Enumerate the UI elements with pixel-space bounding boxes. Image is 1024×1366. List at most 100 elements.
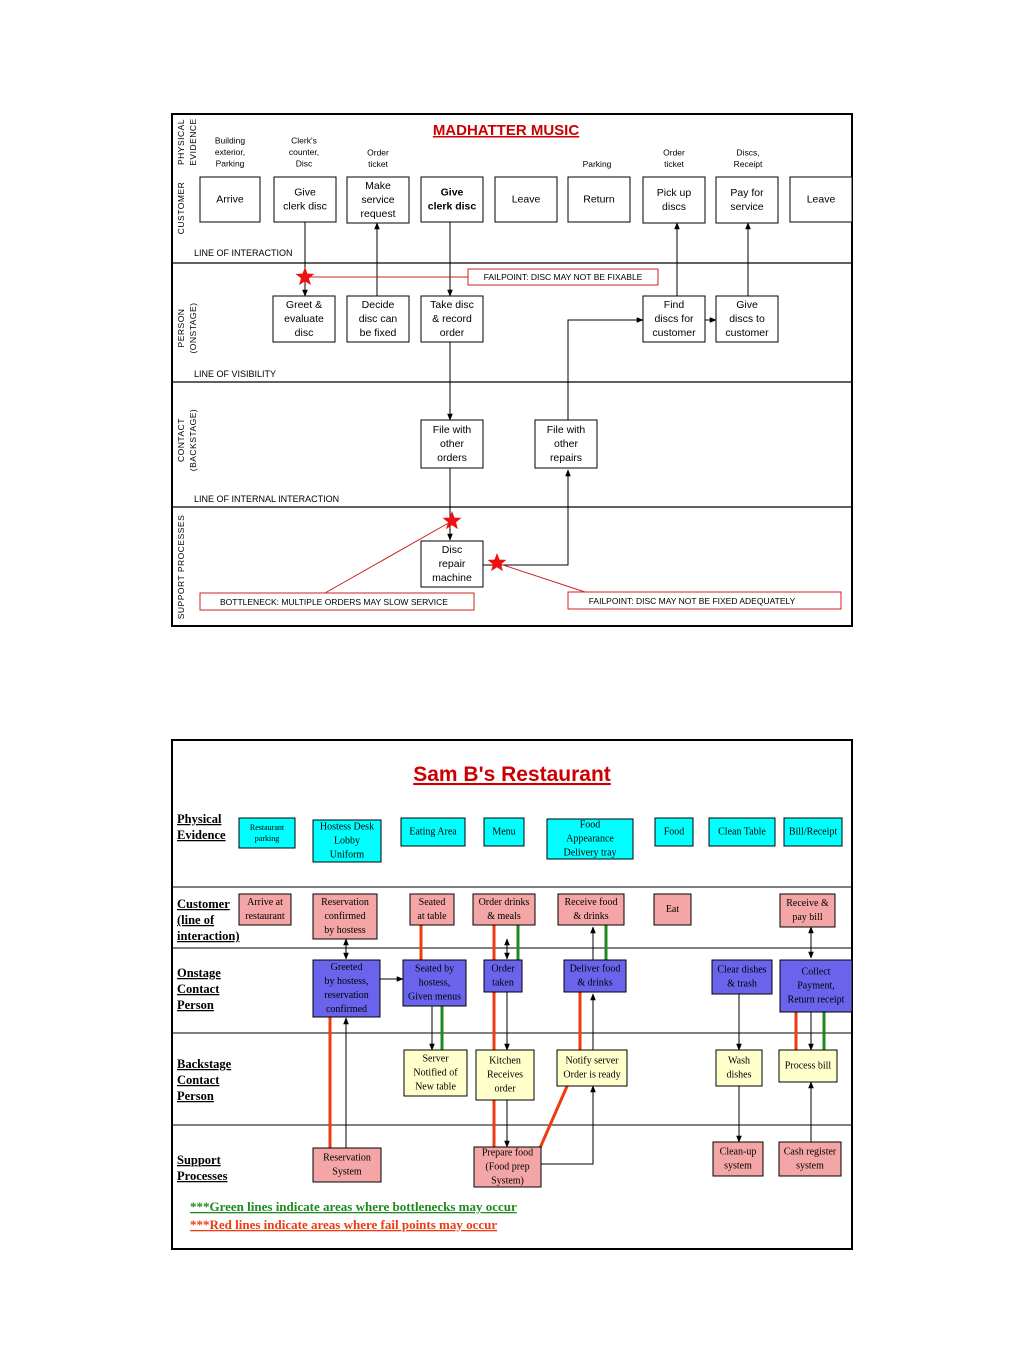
- failpoint-2-label: FAILPOINT: DISC MAY NOT BE FIXED ADEQUAT…: [589, 596, 796, 606]
- evidence-food-appearance-box: [546, 818, 634, 860]
- box-make-service-request-box: [346, 176, 410, 224]
- row-support-processes: Support: [177, 1153, 222, 1167]
- customer-order-drinks-box: [472, 893, 536, 926]
- failpoint-1-star: [295, 267, 315, 286]
- backstage-process-bill-box: [778, 1049, 838, 1083]
- customer-receive-food-box: [557, 893, 625, 926]
- backstage-server-notified-box: [403, 1049, 468, 1097]
- evidence-discs-receipt: Discs,: [736, 147, 759, 157]
- row-customer: interaction): [177, 929, 239, 943]
- box-file-repairs-label: other: [554, 438, 578, 450]
- customer-reservation-confirmed-label: by hostess: [324, 925, 366, 936]
- row-support-processes: Processes: [177, 1169, 228, 1183]
- box-give-discs-label: customer: [725, 327, 769, 339]
- box-leave-2-box: [789, 176, 853, 223]
- row-backstage-contact: Person: [177, 1089, 214, 1103]
- row-backstage-contact: Contact: [177, 1073, 220, 1087]
- evidence-menu-box: [483, 817, 525, 847]
- customer-seated-label: Seated: [419, 897, 446, 908]
- box-give-clerk-disc-label: Give: [294, 187, 316, 199]
- box-file-repairs-box: [534, 419, 598, 469]
- box-make-service-request-label: request: [360, 208, 395, 220]
- box-arrive-label: Arrive: [216, 194, 244, 206]
- box-leave-box: [494, 176, 558, 223]
- backstage-notify-server-label: Notify server: [565, 1056, 619, 1067]
- box-give-clerk-disc-2-label: clerk disc: [428, 201, 477, 213]
- support-reservation-system-label: Reservation: [323, 1153, 371, 1164]
- lane-person-onstage-line: (ONSTAGE): [188, 302, 198, 353]
- evidence-bill-receipt-box: [783, 817, 843, 847]
- backstage-wash-dishes-label: Wash: [728, 1056, 750, 1067]
- box-pay-for-service-label: service: [730, 201, 763, 213]
- customer-seated-box: [409, 893, 455, 926]
- customer-receive-pay-bill-label: Receive &: [786, 898, 829, 909]
- backstage-server-notified-label: Server: [422, 1054, 449, 1065]
- box-give-clerk-disc-box: [273, 176, 337, 223]
- evidence-clerk-counter: Disc: [296, 159, 313, 169]
- lane-physical-evidence-line: EVIDENCE: [188, 118, 198, 165]
- bottleneck-label: BOTTLENECK: MULTIPLE ORDERS MAY SLOW SER…: [220, 597, 448, 607]
- box-give-discs-label: discs to: [729, 313, 765, 325]
- box-find-discs-label: discs for: [654, 313, 694, 325]
- box-file-orders-label: orders: [437, 452, 467, 464]
- evidence-order-ticket: Order: [367, 147, 389, 157]
- red-lines-note: ***Red lines indicate areas where fail p…: [190, 1217, 497, 1232]
- backstage-wash-dishes-label: dishes: [727, 1070, 752, 1081]
- box-find-discs-label: customer: [652, 327, 696, 339]
- box-disc-repair-machine-label: machine: [432, 572, 472, 584]
- green-lines-note: ***Green lines indicate areas where bott…: [190, 1199, 517, 1214]
- onstage-seated-by-hostess-label: hostess,: [419, 978, 450, 989]
- support-prepare-food-label: Prepare food: [482, 1148, 533, 1159]
- customer-receive-food: Receive food& drinks: [557, 893, 625, 926]
- customer-arrive-box: [238, 893, 292, 926]
- box-leave-2: Leave: [789, 176, 853, 223]
- box-arrive: Arrive: [199, 176, 261, 223]
- onstage-seated-by-hostess-box: [402, 959, 467, 1007]
- lane-contact-backstage-line: (BACKSTAGE): [188, 409, 198, 472]
- row-onstage-contact: Contact: [177, 982, 220, 996]
- lane-support-processes-line: SUPPORT PROCESSES: [176, 515, 186, 620]
- bottleneck-box: [199, 592, 475, 611]
- row-onstage-contact: Person: [177, 998, 214, 1012]
- madhatter-blueprint: MADHATTER MUSIC LINE OF INTERACTION LINE…: [171, 113, 853, 627]
- box-pick-up-discs-box: [642, 176, 706, 224]
- evidence-hostess-desk-label: Hostess Desk: [320, 822, 374, 833]
- onstage-clear-dishes-label: Clear dishes: [717, 965, 766, 976]
- box-pay-for-service-box: [715, 176, 779, 224]
- evidence-food-appearance-label: Appearance: [566, 834, 614, 845]
- box-take-disc-label: order: [440, 327, 465, 339]
- evidence-eating-area: Eating Area: [400, 817, 466, 847]
- onstage-deliver-food-label: Deliver food: [570, 964, 621, 975]
- backstage-kitchen-receives-label: Kitchen: [489, 1056, 521, 1067]
- evidence-clean-table-box: [708, 817, 776, 847]
- evidence-building: Building: [215, 136, 246, 146]
- evidence-parking: Parking: [583, 159, 612, 169]
- lane-physical-evidence-line: PHYSICAL: [176, 119, 186, 165]
- box-greet-evaluate-label: evaluate: [284, 313, 324, 325]
- customer-eat-box: [653, 893, 692, 926]
- customer-order-drinks-label: & meals: [487, 911, 521, 922]
- customer-eat: Eat: [653, 893, 692, 926]
- box-find-discs-label: Find: [664, 299, 685, 311]
- onstage-greeted-by-hostess-label: reservation: [324, 990, 368, 1001]
- row-customer: (line of: [177, 913, 215, 927]
- customer-receive-pay-bill: Receive &pay bill: [779, 893, 836, 928]
- box-file-orders-box: [420, 419, 484, 469]
- backstage-wash-dishes: Wash dishes: [715, 1049, 763, 1087]
- customer-eat-label: Eat: [666, 904, 680, 915]
- box-take-disc-box: [420, 295, 484, 343]
- customer-order-drinks-label: Order drinks: [479, 897, 530, 908]
- support-prepare-food-label: (Food prep: [485, 1162, 529, 1173]
- box-decide-fixable-label: disc can: [359, 313, 398, 325]
